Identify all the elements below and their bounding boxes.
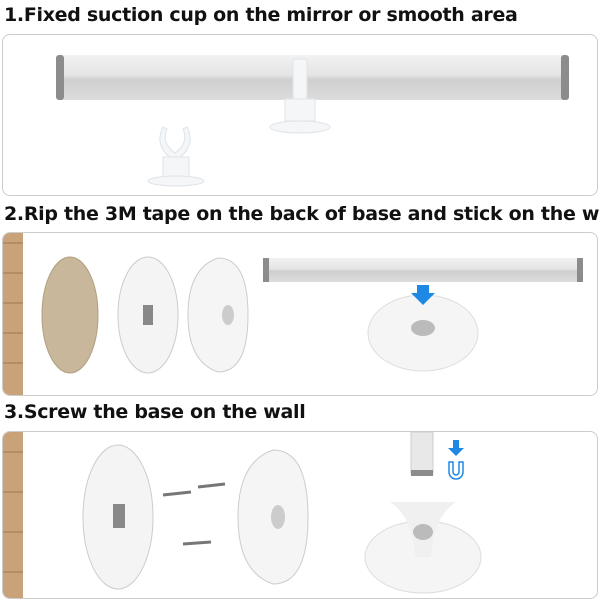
wall bbox=[3, 432, 23, 598]
magnet-icon bbox=[448, 461, 464, 480]
step-3-title: 3.Screw the base on the wall bbox=[4, 401, 306, 423]
light-bar-vertical bbox=[410, 432, 434, 475]
light-bar bbox=[56, 55, 569, 100]
wall bbox=[3, 233, 23, 395]
down-arrow-icon bbox=[411, 285, 435, 305]
step-1-illustration bbox=[56, 55, 569, 187]
step-1-title: 1.Fixed suction cup on the mirror or smo… bbox=[4, 4, 518, 26]
step-3-panel bbox=[2, 431, 598, 599]
step-1-panel bbox=[2, 34, 598, 196]
suction-cup-mounted bbox=[269, 58, 331, 134]
step-2-panel bbox=[2, 232, 598, 396]
screws bbox=[162, 482, 226, 546]
down-arrow-icon bbox=[448, 440, 464, 456]
step-3-illustration bbox=[3, 432, 482, 598]
step-2-title: 2.Rip the 3M tape on the back of base an… bbox=[4, 203, 600, 225]
base-cover bbox=[187, 257, 249, 373]
light-bar bbox=[265, 258, 583, 282]
step-2-illustration bbox=[3, 233, 583, 395]
3m-tape bbox=[41, 256, 99, 374]
suction-cup-clip bbox=[147, 126, 205, 187]
